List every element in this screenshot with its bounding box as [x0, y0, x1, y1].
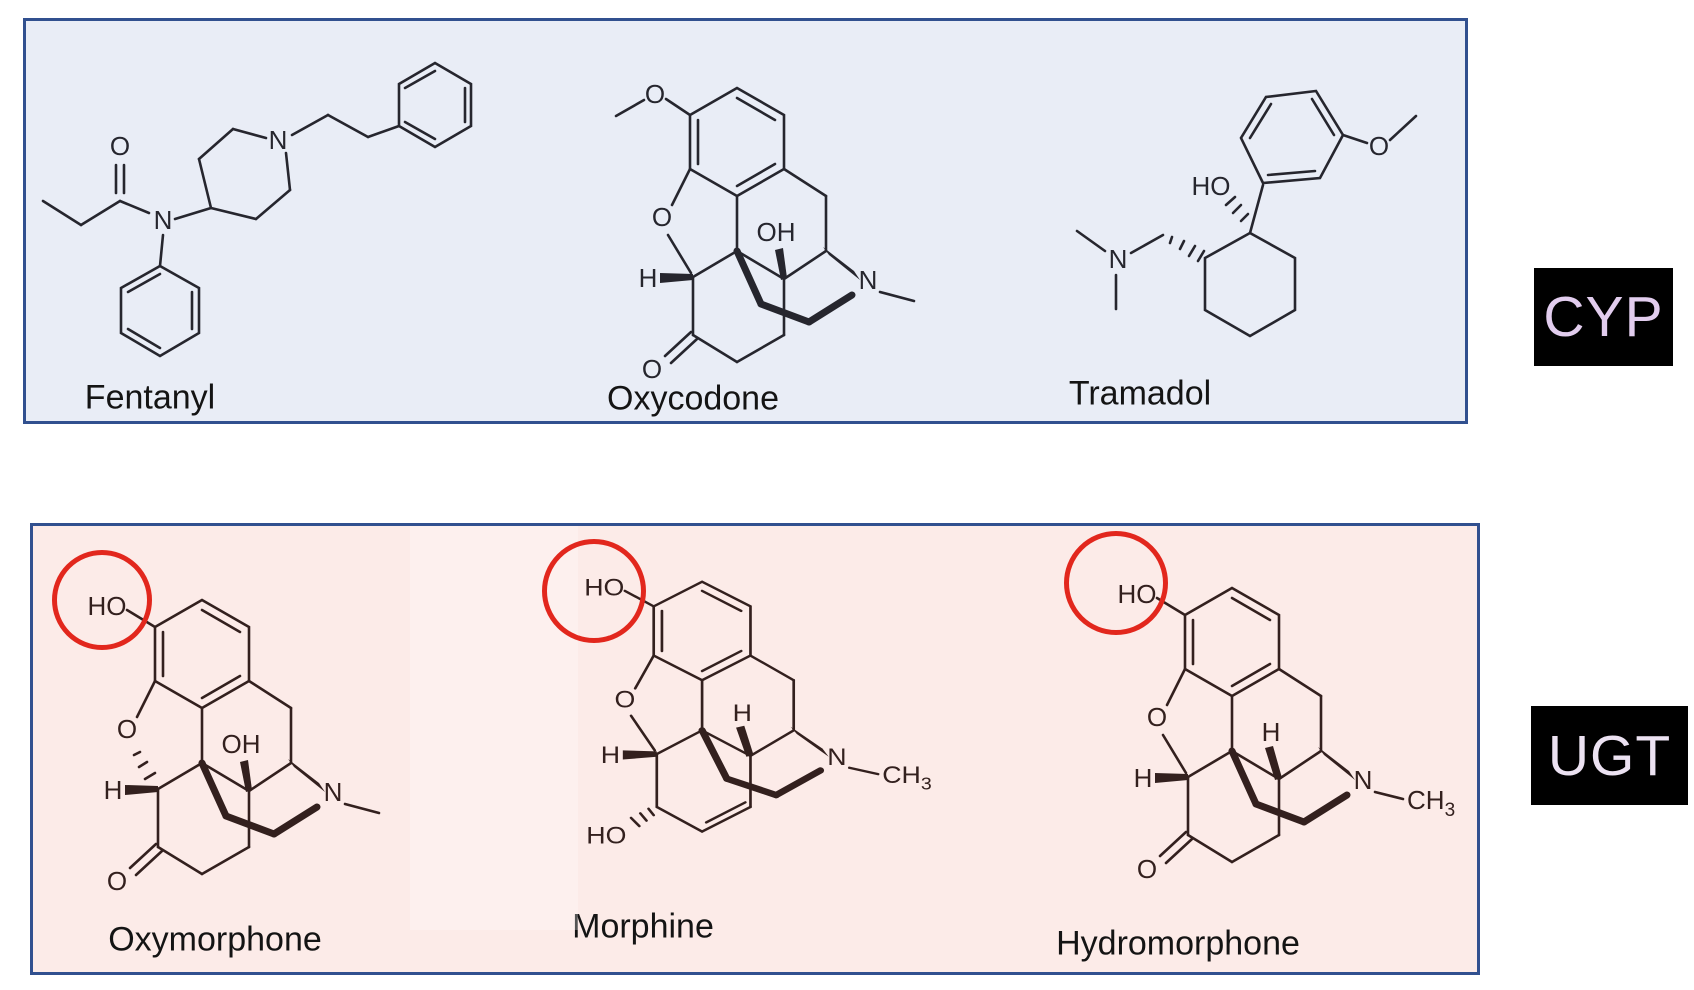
hydromorphone-n-wedge: [1318, 747, 1355, 780]
oxycodone-oh: OH: [757, 217, 796, 247]
hydromorphone-bonds: [1155, 586, 1405, 865]
oxycodone-furan-o: O: [652, 202, 672, 232]
morphine-n-wedge: [790, 726, 829, 757]
oxymorphone-oh: OH: [222, 729, 261, 759]
oxymorphone-n: N: [324, 777, 343, 807]
oxymorphone-ketone-o: O: [107, 866, 127, 896]
morphine-h14: H: [733, 701, 752, 727]
oxymorphone-hydroxyl-highlight-circle: [52, 550, 152, 650]
cyp-substrates-panel: O N N: [23, 18, 1468, 424]
morphine-ho6: HO: [586, 823, 626, 849]
hydromorphone-ketone-o: O: [1137, 854, 1157, 884]
ugt-substrates-panel: HO O OH H O N: [30, 523, 1480, 975]
fentanyl-structure: O N N: [41, 61, 473, 358]
morphine-bonds: [623, 580, 880, 833]
morphine-bold-bridge: [698, 727, 825, 799]
tramadol-methoxy-o: O: [1369, 131, 1389, 161]
morphine-h5: H: [601, 743, 620, 769]
hydromorphone-n: N: [1354, 765, 1373, 795]
tramadol-bonds: [1075, 89, 1418, 338]
cyp-enzyme-label: CYP: [1543, 285, 1664, 349]
morphine-structure: HO O H H HO N CH3: [584, 575, 932, 849]
oxycodone-n-wedge: [823, 247, 860, 280]
morphine-n: N: [827, 744, 846, 770]
tramadol-n: N: [1109, 244, 1128, 274]
morphine-label: Morphine: [572, 907, 714, 946]
hydromorphone-bold-bridge: [1228, 747, 1351, 826]
ugt-enzyme-badge: UGT: [1531, 706, 1688, 805]
oxycodone-oh-wedge: [775, 248, 787, 280]
fentanyl-bonds: [41, 61, 473, 358]
oxymorphone-structure: HO O OH H O N: [88, 591, 381, 896]
oxycodone-methoxy-o: O: [645, 79, 665, 109]
fentanyl-label: Fentanyl: [84, 378, 216, 417]
hydromorphone-furan-o: O: [1147, 702, 1167, 732]
hydromorphone-h14: H: [1262, 717, 1281, 747]
hydromorphone-h5-wedge: [1155, 773, 1188, 783]
ugt-enzyme-label: UGT: [1547, 723, 1672, 788]
fentanyl-carbonyl-o: O: [110, 131, 130, 161]
fentanyl-piperidine-n: N: [269, 125, 288, 155]
oxycodone-h5: H: [639, 263, 658, 293]
morphine-furan-o: O: [614, 687, 635, 713]
oxycodone-bonds: [614, 86, 916, 365]
oxycodone-ketone-o: O: [642, 354, 662, 384]
tramadol-label: Tramadol: [1068, 374, 1212, 413]
oxycodone-n: N: [859, 265, 878, 295]
morphine-h14-wedge: [736, 725, 754, 757]
morphine-n-methyl: CH3: [882, 763, 932, 794]
oxycodone-bold-bridge: [733, 247, 856, 326]
oxymorphone-h5: H: [104, 775, 123, 805]
hydromorphone-n-methyl: CH3: [1407, 785, 1455, 821]
fentanyl-amide-n: N: [154, 205, 173, 235]
hydromorphone-h5: H: [1134, 763, 1153, 793]
oxycodone-label: Oxycodone: [607, 379, 779, 418]
morphine-hydroxyl-highlight-circle: [542, 539, 646, 643]
oxymorphone-oh-wedge: [240, 760, 252, 792]
oxymorphone-furan-o: O: [117, 714, 137, 744]
oxycodone-h-wedge: [660, 273, 693, 283]
cyp-enzyme-badge: CYP: [1534, 268, 1673, 366]
tramadol-structure: HO N O: [1075, 89, 1418, 338]
oxymorphone-bold-bridge: [198, 759, 321, 838]
hydromorphone-hydroxyl-highlight-circle: [1064, 531, 1168, 635]
tramadol-ho: HO: [1192, 171, 1231, 201]
morphine-h5-wedge: [622, 750, 657, 760]
hydromorphone-label: Hydromorphone: [1056, 924, 1300, 963]
oxymorphone-label: Oxymorphone: [108, 920, 322, 959]
oxycodone-structure: O O OH H O N: [614, 79, 916, 384]
hydromorphone-h14-wedge: [1265, 746, 1282, 780]
oxymorphone-h-wedge: [125, 785, 158, 795]
oxymorphone-bonds: [125, 598, 381, 877]
oxymorphone-n-wedge: [288, 759, 325, 792]
